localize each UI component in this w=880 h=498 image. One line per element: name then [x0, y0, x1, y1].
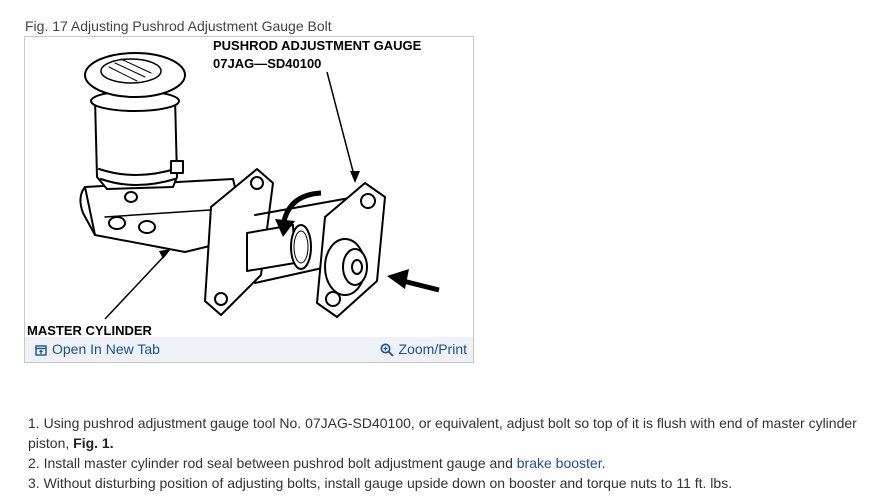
step-item: 3. Without disturbing position of adjust… [28, 473, 876, 493]
step-number: 2. [28, 455, 40, 471]
open-in-new-tab-icon [35, 344, 47, 356]
figure-reference: Fig. 1. [73, 435, 114, 451]
master-cylinder-diagram: PUSHROD ADJUSTMENT GAUGE 07JAG—SD40100 M… [27, 38, 440, 337]
brake-booster-link[interactable]: brake booster [516, 455, 602, 471]
step-item: 2. Install master cylinder rod seal betw… [28, 453, 876, 473]
figure-frame: PUSHROD ADJUSTMENT GAUGE 07JAG—SD40100 M… [24, 36, 474, 363]
zoom-print-link[interactable]: Zoom/Print [380, 341, 467, 358]
figure-caption: Fig. 17 Adjusting Pushrod Adjustment Gau… [25, 18, 332, 34]
step-text-tail: . [601, 455, 606, 471]
step-item: 1. Using pushrod adjustment gauge tool N… [28, 413, 876, 453]
step-text: Using pushrod adjustment gauge tool No. … [28, 415, 857, 451]
step-number: 3. [28, 475, 40, 491]
magnifier-zoom-icon [380, 343, 394, 357]
step-text: Install master cylinder rod seal between… [43, 455, 513, 471]
zoom-print-label: Zoom/Print [398, 341, 467, 357]
step-number: 1. [28, 415, 40, 431]
procedure-steps: 1. Using pushrod adjustment gauge tool N… [28, 413, 876, 493]
tool-label-line1: PUSHROD ADJUSTMENT GAUGE [213, 38, 422, 53]
figure-toolbar: Open In New Tab Zoom/Print [25, 337, 473, 362]
part-label: MASTER CYLINDER [27, 323, 153, 337]
tool-label-line2: 07JAG—SD40100 [213, 56, 321, 71]
open-in-new-tab-link[interactable]: Open In New Tab [35, 341, 160, 358]
open-in-new-tab-label: Open In New Tab [52, 341, 160, 357]
step-text: Without disturbing position of adjusting… [43, 475, 733, 491]
